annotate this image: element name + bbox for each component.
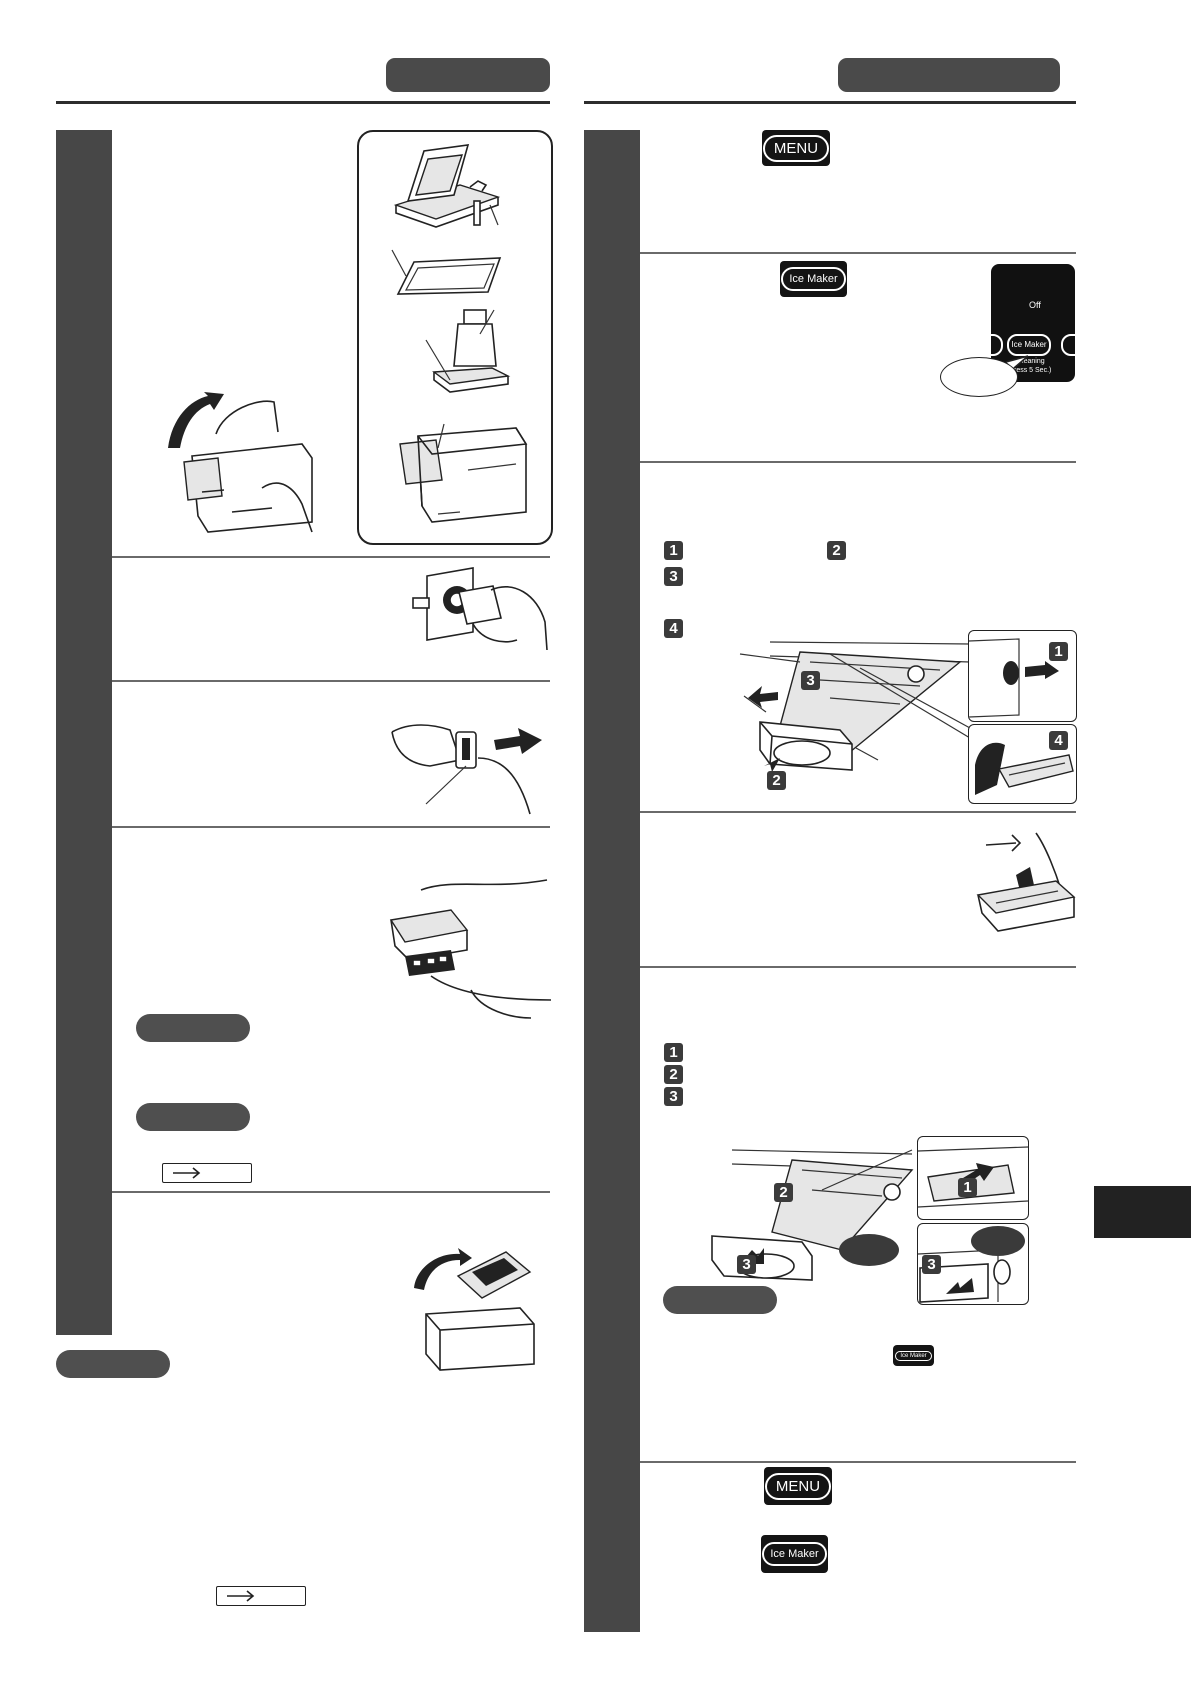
filter-pull-illustration	[391, 724, 542, 815]
left-step-divider	[112, 826, 550, 828]
step-marker: 2	[664, 1065, 683, 1084]
dark-oval-marker	[839, 1234, 899, 1266]
left-step-bar	[56, 130, 112, 1335]
callout-bubble	[940, 357, 1018, 397]
page-reference-box	[162, 1163, 252, 1183]
callout-pointer	[1005, 355, 1029, 369]
chapter-tab	[1094, 1186, 1191, 1238]
page-reference-box	[216, 1586, 306, 1606]
right-step-divider	[640, 252, 1076, 254]
figure-callout-number: 3	[922, 1255, 941, 1274]
figure-callout-number: 2	[767, 771, 786, 790]
right-step-bar	[584, 130, 640, 1632]
right-arrow-icon	[227, 1590, 255, 1602]
step-marker: 4	[664, 619, 683, 638]
left-step-divider	[112, 556, 550, 558]
step-marker: 3	[664, 567, 683, 586]
step-marker: 1	[664, 541, 683, 560]
left-header-rule	[56, 101, 550, 104]
ice-maker-side-detail	[969, 638, 1059, 718]
left-step-divider	[112, 680, 550, 682]
panel-right-button-edge	[1061, 334, 1075, 356]
removing-ice-bin-illustration	[168, 392, 313, 533]
tray-washing-illustration	[976, 832, 1076, 932]
left-section-header	[386, 58, 550, 92]
reassembly-illustration	[414, 1248, 535, 1371]
figure-callout-number: 3	[737, 1255, 756, 1274]
figure-callout-number: 1	[1049, 642, 1068, 661]
figure-callout-number: 3	[801, 671, 820, 690]
step-marker: 1	[664, 1043, 683, 1062]
panel-left-button-edge	[991, 334, 1003, 356]
right-header-rule	[584, 101, 1076, 104]
filter-removal-illustration	[412, 567, 548, 651]
ice-tray-removal-illustration	[739, 641, 971, 772]
ice-tray-detail	[975, 742, 1074, 795]
right-step-divider	[640, 461, 1076, 463]
ice-maker-button[interactable]: Ice Maker	[761, 1535, 828, 1573]
dark-oval-marker	[971, 1226, 1025, 1256]
filter-cartridge-illustration	[425, 309, 511, 393]
ice-maker-top-illustration	[393, 144, 501, 228]
note-pill	[136, 1014, 250, 1042]
right-step-divider	[640, 1461, 1076, 1463]
ice-maker-small-icon: Ice Maker	[893, 1345, 934, 1366]
step-marker: 3	[664, 1087, 683, 1106]
detail-inset	[968, 724, 1077, 804]
figure-callout-number: 1	[958, 1178, 977, 1197]
note-pill	[663, 1286, 777, 1314]
figure-callout-number: 2	[774, 1183, 793, 1202]
right-step-divider	[640, 966, 1076, 968]
menu-button[interactable]: MENU	[764, 1467, 832, 1505]
ice-bin-illustration	[399, 423, 528, 523]
note-pill	[56, 1350, 170, 1378]
step-marker: 2	[827, 541, 846, 560]
gasket-ring-illustration	[391, 249, 502, 295]
menu-button[interactable]: MENU	[762, 130, 830, 166]
right-step-divider	[640, 811, 1076, 813]
panel-cleaning-label: Cleaning	[1017, 358, 1045, 365]
panel-ice-maker-button[interactable]: Ice Maker	[1007, 334, 1051, 356]
ice-maker-button[interactable]: Ice Maker	[780, 261, 847, 297]
left-step-divider	[112, 1191, 550, 1193]
right-section-header	[838, 58, 1060, 92]
note-pill	[136, 1103, 250, 1131]
figure-callout-number: 4	[1049, 731, 1068, 750]
panel-cleaning-sub-label: (Press 5 Sec.)	[1007, 367, 1052, 374]
panel-off-label: Off	[1029, 300, 1041, 310]
right-arrow-icon	[173, 1167, 201, 1179]
parts-figure-frame	[357, 130, 553, 545]
filter-cleaning-illustration	[389, 879, 552, 1019]
